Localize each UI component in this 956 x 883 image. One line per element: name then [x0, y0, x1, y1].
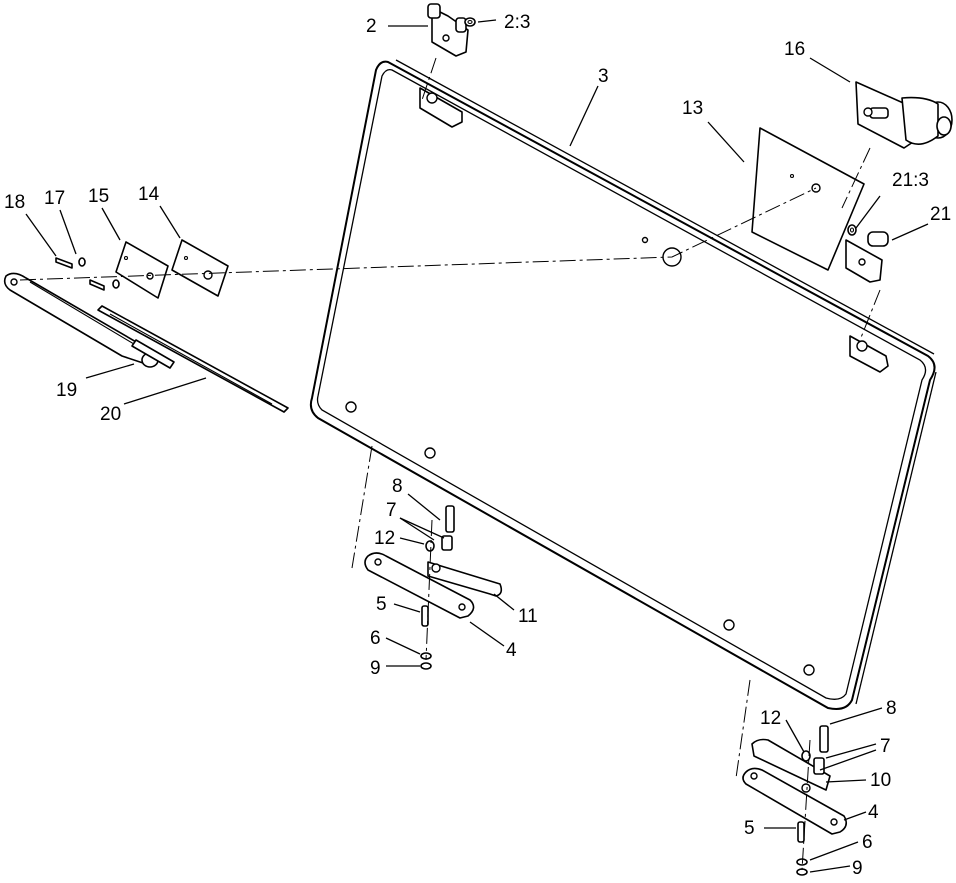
- wiper-blade: [97, 305, 289, 413]
- callout-4-right: 4: [868, 802, 879, 823]
- callout-6-right: 6: [862, 832, 873, 853]
- callout-2: 2: [366, 16, 377, 37]
- callout-6-left: 6: [370, 628, 381, 649]
- callout-8-left: 8: [392, 476, 403, 497]
- glass-pane: [309, 59, 937, 710]
- upper-hinge-washer: [464, 17, 476, 27]
- callout-13: 13: [682, 98, 703, 119]
- callout-2-3: 2:3: [504, 12, 530, 33]
- decal-plate: [751, 127, 865, 271]
- pane-hinge-slot-right: [849, 335, 889, 373]
- wiper-arm: [3, 272, 159, 368]
- callout-21: 21: [930, 204, 951, 225]
- callout-21-3: 21:3: [892, 170, 929, 191]
- callout-9-right: 9: [852, 858, 863, 879]
- callout-8-right: 8: [886, 698, 897, 719]
- callout-7-left: 7: [386, 500, 397, 521]
- callout-7-right: 7: [880, 736, 891, 757]
- callout-10: 10: [870, 770, 891, 791]
- pane-hinge-slot-top: [419, 87, 463, 128]
- mounting-plate-inner: [115, 241, 169, 299]
- callout-4-left: 4: [506, 640, 517, 661]
- lower-right-bracket: [742, 738, 848, 835]
- callout-12-right: 12: [760, 708, 781, 729]
- callout-16: 16: [784, 39, 805, 60]
- callout-5-left: 5: [376, 594, 387, 615]
- screws: [55, 257, 120, 291]
- callout-labels: 2 2:3 3 16 13 21:3 21 18 17 15 14 19 20 …: [4, 12, 951, 879]
- lower-left-fasteners: [420, 505, 455, 670]
- centerlines: [19, 57, 881, 871]
- callout-18: 18: [4, 192, 25, 213]
- lower-left-bracket: [364, 552, 503, 619]
- callout-9-left: 9: [370, 658, 381, 679]
- upper-hinge: [427, 3, 469, 57]
- callout-11: 11: [518, 606, 538, 627]
- side-hinge-assembly: [855, 81, 953, 149]
- leader-lines: [25, 19, 929, 873]
- callout-19: 19: [56, 380, 77, 401]
- callout-12-left: 12: [374, 528, 395, 549]
- callout-15: 15: [88, 186, 109, 207]
- callout-17: 17: [44, 188, 65, 209]
- callout-5-right: 5: [744, 818, 755, 839]
- lower-side-hinge-washer: [847, 224, 857, 236]
- lower-side-hinge: [845, 231, 889, 283]
- mounting-plate-outer: [171, 239, 229, 297]
- callout-20: 20: [100, 404, 121, 425]
- callout-14: 14: [138, 184, 160, 205]
- callout-3: 3: [598, 66, 609, 87]
